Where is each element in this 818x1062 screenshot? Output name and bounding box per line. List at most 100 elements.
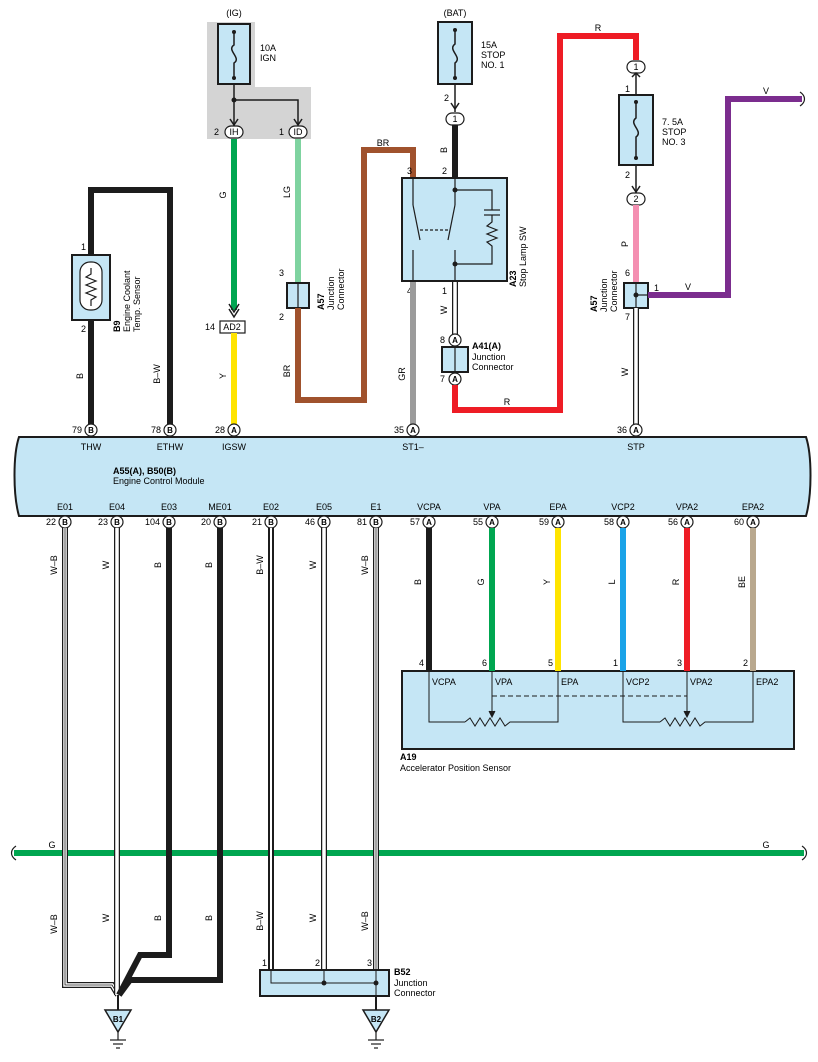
ecm-bottom-pin-label: VCP2 (611, 502, 635, 512)
ad2-pin-number: 14 (205, 322, 215, 332)
ecm-bottom-pin-number: 20 (201, 517, 211, 527)
stop3-fuse-group: 1 1 7. 5A STOP NO. 3 2 2 P 6 7 1 A57 Jun… (589, 60, 806, 424)
a41-name1: Junction (472, 352, 506, 362)
arrow-down-icon (450, 102, 460, 111)
ecm-bottom-wire-label: L (607, 579, 617, 584)
ecm-bottom-wire-label: BE (737, 576, 747, 588)
stop3-bottom-pin: 2 (625, 170, 630, 180)
ecm-bottom-pin-number: 21 (252, 517, 262, 527)
ecm-bottom-pin-number: 46 (305, 517, 315, 527)
b9-name2: Temp. Sensor (132, 276, 142, 332)
wire-label-y: Y (218, 373, 228, 379)
a19-circuit-line (428, 671, 465, 723)
ecm-bottom-pin-number: 56 (668, 517, 678, 527)
thermistor-icon (84, 268, 98, 306)
fuse-terminal-dot (453, 76, 457, 80)
lower-wires: G G B1 1 2 3 B5 (10, 528, 808, 1049)
ecm-bottom-pin-letter: B (114, 518, 120, 527)
ecm-bottom-pin-number: 81 (357, 517, 367, 527)
ecm-top-pin-number: 78 (151, 425, 161, 435)
ground-b2-icon (361, 1009, 391, 1034)
a19-pin-number: 6 (482, 658, 487, 668)
fuse-terminal-dot (232, 76, 236, 80)
a19-pin-number: 3 (677, 658, 682, 668)
a57-left-junction: 3 2 A57 Junction Connector BR BR (279, 138, 416, 403)
b52-name1: Junction (394, 978, 428, 988)
a19-pin-number: 2 (743, 658, 748, 668)
ecm-top-pin-number: 36 (617, 425, 627, 435)
wire-label-me01-lower: B (204, 915, 214, 921)
ecm-bottom-pin-letter: A (750, 518, 756, 527)
a23-code: A23 (508, 270, 518, 287)
wire-label-g: G (218, 191, 228, 198)
junction-dot (633, 292, 639, 298)
a19-box (401, 670, 795, 750)
stop3-fuse-name: STOP (662, 127, 686, 137)
ecm-top-pin-letter: B (88, 426, 94, 435)
ecm-bottom-pin-label: E1 (370, 502, 381, 512)
ecm-bottom-pin-letter: A (489, 518, 495, 527)
ecm-bottom-pin-letter: A (684, 518, 690, 527)
wire-r (452, 33, 639, 413)
ecm-bottom-pin-label: EPA (549, 502, 566, 512)
a19-pin-number: 4 (419, 658, 424, 668)
connector-arrow-icon (228, 308, 240, 319)
stop3-top-pin: 1 (625, 84, 630, 94)
ecm-bottom-pin-number: 104 (145, 517, 160, 527)
a19-terminal-label: EPA (561, 677, 578, 687)
b52-pin3: 3 (367, 958, 372, 968)
ecm-bottom-pin-number: 58 (604, 517, 614, 527)
ecm-bottom-pin-label: VCPA (417, 502, 441, 512)
ecm-bottom-wire-label: W (308, 560, 318, 569)
wire-label-e04-lower: W (101, 913, 111, 922)
wire-label-p: P (620, 241, 630, 247)
a57-left-pin3: 3 (279, 268, 284, 278)
stop1-connector-label: 1 (452, 114, 457, 124)
ecm-bottom-wire-label: W (101, 560, 111, 569)
id-pin-number: 1 (279, 127, 284, 137)
wire-continue-icon (799, 91, 806, 107)
a19-terminal-label: VPA (495, 677, 512, 687)
ecm-bottom-pin-label: E05 (316, 502, 332, 512)
ecm-bottom-wire-label: Y (542, 579, 552, 585)
wire-label-e02-lower: B–W (255, 911, 265, 931)
b52-pin1: 1 (262, 958, 267, 968)
wire-label-v-lower: V (685, 282, 691, 292)
a57-left-code: A57 (316, 293, 326, 310)
ecm-bottom-wire-label: W–B (49, 555, 59, 575)
b52-name2: Connector (394, 988, 436, 998)
fuse-terminal-dot (634, 100, 638, 104)
arrow-up-icon (631, 71, 641, 78)
b9-name1: Engine Coolant (122, 270, 132, 332)
ecm-bottom-pin-label: E03 (161, 502, 177, 512)
a41-pin7: 7 (440, 374, 445, 384)
stop1-fuse-icon (452, 30, 458, 78)
stop3-bottom-connector-label: 2 (633, 194, 638, 204)
stop3-fuse-rating: 7. 5A (662, 117, 683, 127)
wire-label-b-a23: B (439, 147, 449, 153)
ign-fuse-name: IGN (260, 53, 276, 63)
ecm-top-pin-label: ST1– (402, 442, 424, 452)
ecm-top-pin-number: 35 (394, 425, 404, 435)
connector-arrow-icon (228, 303, 240, 314)
junction-dot (373, 980, 379, 986)
ecm-bottom-pin-letter: B (373, 518, 379, 527)
a19-circuit-line (622, 671, 660, 723)
ecm-bottom-wire-label: W–B (360, 555, 370, 575)
wire-label-g-bus-left: G (48, 840, 55, 850)
ecm-top-pin-letter: A (410, 426, 416, 435)
b9-code: B9 (112, 320, 122, 332)
fuse-terminal-dot (453, 28, 457, 32)
wire-e03 (116, 528, 172, 997)
stop3-fuse-icon (633, 102, 639, 158)
ground-symbol-icon (110, 1032, 126, 1049)
a19-circuit-line (659, 671, 754, 727)
ground-b1-label: B1 (113, 1015, 124, 1024)
wire-continue-icon (801, 845, 808, 861)
a19-name: Accelerator Position Sensor (400, 763, 511, 773)
id-connector (288, 125, 308, 139)
a19-pin-number: 5 (548, 658, 553, 668)
arrow-down-icon (631, 185, 641, 194)
